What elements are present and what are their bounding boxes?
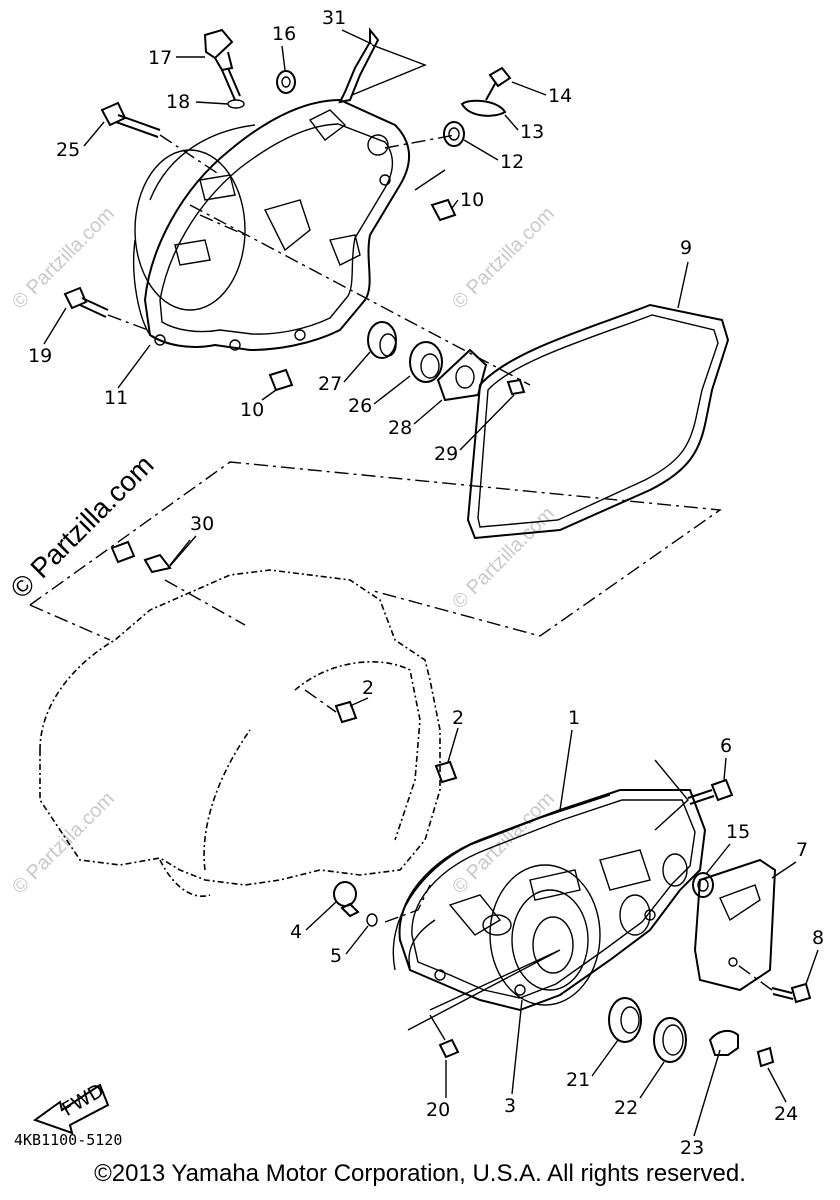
callout-6: 6 xyxy=(720,735,732,757)
callout-23: 23 xyxy=(680,1137,704,1159)
callout-2a: 2 xyxy=(362,677,374,699)
watermarks: © Partzilla.com © Partzilla.com © Partzi… xyxy=(4,203,559,899)
callout-7: 7 xyxy=(796,839,808,861)
bolt-4 xyxy=(333,881,431,927)
dowels-2 xyxy=(304,689,458,784)
callout-10b: 10 xyxy=(240,399,264,421)
copyright-notice: ©2013 Yamaha Motor Corporation, U.S.A. A… xyxy=(94,1160,746,1187)
bearings-upper xyxy=(367,321,526,402)
callout-5: 5 xyxy=(330,945,342,967)
callout-11: 11 xyxy=(104,387,128,409)
seal-15 xyxy=(692,872,714,898)
callout-26: 26 xyxy=(348,395,372,417)
callout-8: 8 xyxy=(812,927,824,949)
watermark: © Partzilla.com xyxy=(4,449,159,604)
callout-29: 29 xyxy=(434,443,458,465)
small-parts-upper xyxy=(268,27,512,392)
watermark: © Partzilla.com xyxy=(8,788,119,899)
callout-31: 31 xyxy=(322,7,346,29)
part-code: 4KB1100-5120 xyxy=(14,1131,122,1149)
callout-19: 19 xyxy=(28,345,52,367)
crankcase-cover-lower xyxy=(398,789,707,1012)
oil-filler-plug xyxy=(203,28,245,109)
forward-arrow-icon: FWD xyxy=(32,1080,110,1135)
bolt-6 xyxy=(654,759,734,831)
callout-10a: 10 xyxy=(460,189,484,211)
callout-labels: 17 16 31 14 18 13 12 25 10 9 19 11 27 26… xyxy=(28,7,824,1159)
callout-2b: 2 xyxy=(452,707,464,729)
callout-13: 13 xyxy=(520,121,544,143)
cover-plate-7 xyxy=(693,858,777,992)
engine-outline xyxy=(29,461,722,897)
callout-22: 22 xyxy=(614,1097,638,1119)
watermark: © Partzilla.com xyxy=(8,203,119,314)
callout-20: 20 xyxy=(426,1099,450,1121)
callout-14: 14 xyxy=(548,85,572,107)
callout-4: 4 xyxy=(290,921,302,943)
watermark: © Partzilla.com xyxy=(448,203,559,314)
bolt-8 xyxy=(734,962,812,1004)
callout-9: 9 xyxy=(680,237,692,259)
callout-30: 30 xyxy=(190,513,214,535)
callout-21: 21 xyxy=(566,1069,590,1091)
bolt-25 xyxy=(100,101,221,176)
callout-28: 28 xyxy=(388,417,412,439)
gasket-lower xyxy=(392,794,611,971)
watermark: © Partzilla.com xyxy=(448,503,559,614)
leader-lines-upper xyxy=(189,44,531,386)
callout-1: 1 xyxy=(568,707,580,729)
callout-24: 24 xyxy=(774,1103,798,1125)
callout-18: 18 xyxy=(166,91,190,113)
bolt-19 xyxy=(63,286,149,331)
callout-17: 17 xyxy=(148,47,172,69)
bearings-lower xyxy=(407,949,775,1068)
callout-15: 15 xyxy=(726,821,750,843)
callout-3: 3 xyxy=(504,1095,516,1117)
crankcase-cover-upper xyxy=(132,98,411,352)
callout-12: 12 xyxy=(500,151,524,173)
callout-16: 16 xyxy=(272,23,296,45)
callout-27: 27 xyxy=(318,373,342,395)
screw-30 xyxy=(110,539,191,574)
gasket-9 xyxy=(466,303,730,540)
callout-25: 25 xyxy=(56,139,80,161)
